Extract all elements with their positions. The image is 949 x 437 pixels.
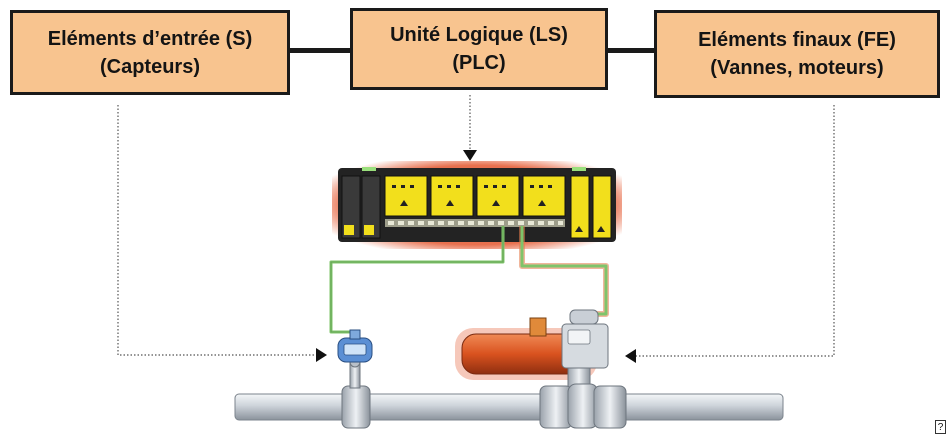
final-elements-title: Eléments finaux (FE) [698,29,896,51]
input-elements-box: Eléments d’entrée (S) (Capteurs) [10,10,290,95]
connector-ls-fe [608,48,654,53]
valve-wire-core [520,226,608,316]
final-dotted-line [636,105,835,357]
logic-unit-subtitle: (PLC) [452,52,506,74]
final-elements-box: Eléments finaux (FE) (Vannes, moteurs) [654,10,940,98]
logic-unit-title: Unité Logique (LS) [390,24,568,46]
input-dotted-line [117,105,316,356]
input-elements-title: Eléments d’entrée (S) [47,27,253,50]
sensor-wire-outline [330,226,504,333]
field-wiring [329,226,609,334]
final-arrowhead [625,349,636,363]
sensor-transmitter-icon [337,329,373,429]
pipe-icon [234,393,784,421]
plc-rack-icon [332,161,622,249]
final-elements-subtitle: (Vannes, moteurs) [710,57,884,79]
missing-glyph-icon: ? [935,420,946,434]
input-arrowhead [316,348,327,362]
logic-unit-box: Unité Logique (LS) (PLC) [350,8,608,90]
signal-lines [117,95,835,363]
valve-actuator-icon [455,309,627,429]
input-elements-subtitle: (Capteurs) [99,55,200,78]
connector-s-ls [290,48,350,53]
logic-arrowhead [463,150,477,161]
